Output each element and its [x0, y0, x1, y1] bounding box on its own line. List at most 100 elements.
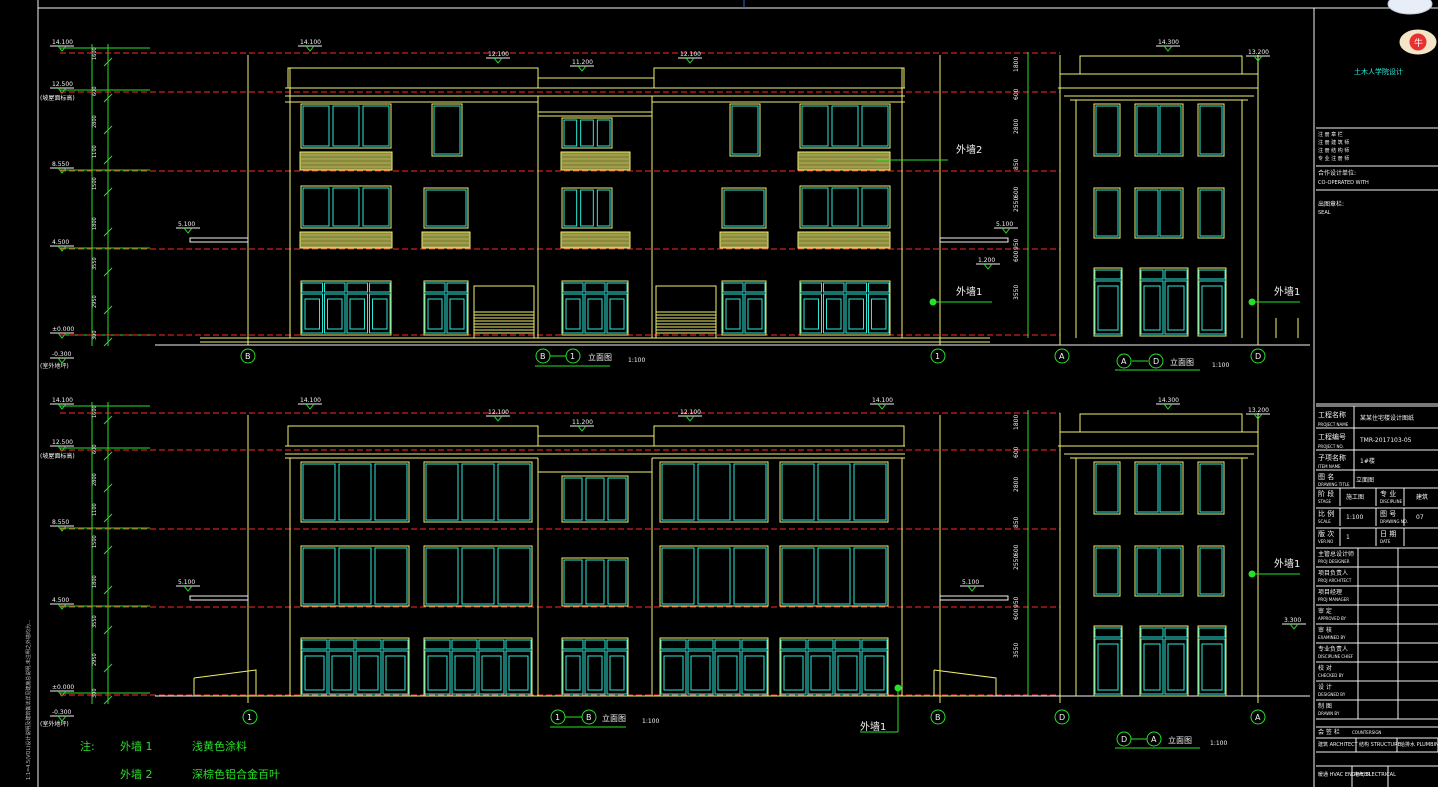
- door-transom: [1094, 627, 1122, 638]
- door-transom: [744, 282, 766, 293]
- door-transom: [1140, 269, 1164, 280]
- level-tag: 5.100: [178, 579, 195, 586]
- door-frame: [659, 637, 769, 697]
- louver-band: [560, 231, 631, 249]
- level-tag: 11.200: [572, 419, 593, 426]
- door-transom: [355, 639, 382, 650]
- door-frame: [1093, 267, 1123, 337]
- door-transom: [301, 639, 328, 650]
- tb-role-cn: 主管总设计师: [1318, 550, 1354, 558]
- tb-scale-a-en: SCALE: [1318, 519, 1331, 524]
- dim-value: 3550: [92, 615, 98, 628]
- window-pane: [425, 189, 467, 227]
- axis-bubble-D: [1250, 348, 1266, 364]
- tb-sign-label-en: COUNTERSIGN: [1352, 730, 1381, 735]
- level-marker: [57, 603, 67, 610]
- level-marker: [305, 45, 315, 52]
- side-dim-value: 600: [1013, 186, 1020, 198]
- tb-role-cn: 专业负责人: [1318, 645, 1348, 653]
- side-dim-value: 600: [1013, 608, 1020, 620]
- window-pane: [831, 105, 859, 147]
- tb-ver-a-label: 版 次: [1318, 529, 1334, 538]
- door-transom: [1164, 627, 1188, 638]
- door-leaf: [845, 293, 867, 334]
- window-pane: [497, 463, 531, 521]
- level-marker: [1163, 45, 1173, 52]
- tb-role-cn: 制 图: [1318, 702, 1332, 710]
- title-bubble: [1148, 353, 1164, 369]
- tb-drawing-label: 图 名: [1318, 472, 1334, 481]
- door-frame: [1139, 625, 1189, 697]
- door-leaf: [301, 650, 328, 695]
- door-panel: [327, 298, 343, 330]
- tb-ver-b-label: 日 期: [1380, 530, 1396, 538]
- ramp: [193, 669, 257, 696]
- dim-value: 1600: [92, 405, 98, 418]
- level-marker: [57, 690, 67, 697]
- axis-bubble-B: [240, 348, 256, 364]
- door-leaf: [660, 650, 687, 695]
- tb-role-cn: 审 定: [1318, 607, 1332, 615]
- axis-bubble-D: [1054, 709, 1070, 725]
- dim-value: 600: [92, 444, 98, 454]
- door-transom: [1140, 627, 1164, 638]
- window-pane: [461, 463, 495, 521]
- elevation-scale: 1:100: [1212, 362, 1229, 369]
- window-frame: [1093, 461, 1121, 515]
- level-tag: 5.100: [962, 579, 979, 586]
- ramp: [933, 669, 997, 696]
- window-pane: [723, 189, 765, 227]
- side-dim-value: 2550: [1013, 555, 1020, 570]
- level-marker: [57, 403, 67, 410]
- tb-role-en: DISCIPLINE CHIEF: [1318, 654, 1354, 659]
- door-leaf: [478, 650, 505, 695]
- dim-value: 300: [92, 688, 98, 698]
- axis-bubble-A: [1250, 709, 1266, 725]
- level-marker: [57, 87, 67, 94]
- window-pane: [861, 187, 889, 227]
- door-panel: [565, 655, 581, 691]
- dim-tick: [103, 585, 113, 595]
- tb-role-cn: 审 核: [1318, 626, 1332, 634]
- window-pane: [853, 463, 887, 521]
- level-label: 12.500: [52, 81, 73, 88]
- level-marker: [305, 403, 315, 410]
- door-leaf: [424, 650, 451, 695]
- door-panel: [803, 298, 819, 330]
- level-marker: [57, 445, 67, 452]
- dim-tick: [103, 227, 113, 237]
- parapet: [287, 425, 539, 447]
- door-transom: [606, 639, 628, 650]
- level-marker: [183, 227, 193, 234]
- door-panel: [372, 298, 388, 330]
- window-pane: [1095, 463, 1119, 513]
- side-note: 1:1=4.5(VQL)设计说明及建筑做法详见建施总说明,未注明之外墙均为...: [25, 619, 32, 780]
- elevation-title: 立面图: [1168, 735, 1192, 745]
- dim-value: 1100: [92, 145, 98, 158]
- window-pane: [374, 463, 408, 521]
- door-leaf: [722, 293, 744, 334]
- tb-sign-cell: 暖通 HVAC ENGINEER: [1318, 771, 1371, 778]
- window-pane: [607, 477, 627, 521]
- window-frame: [300, 103, 392, 149]
- door-transom: [807, 639, 834, 650]
- door-transom: [1094, 269, 1122, 280]
- tb-sub-label-en: ITEM NAME: [1318, 464, 1341, 469]
- tb-header-line: 注 册 结 构 师: [1318, 147, 1349, 154]
- door-transom: [446, 282, 468, 293]
- window-pane: [781, 547, 815, 605]
- level-marker: [1253, 413, 1263, 420]
- side-dim-value: 600: [1013, 88, 1020, 100]
- door-panel: [1143, 643, 1161, 691]
- dim-tick: [103, 93, 113, 103]
- door-transom: [687, 639, 714, 650]
- level-marker: [967, 585, 977, 592]
- door-transom: [478, 639, 505, 650]
- window-pane: [1159, 547, 1182, 595]
- level-marker: [57, 167, 67, 174]
- window-pane: [661, 463, 695, 521]
- door-transom: [714, 639, 741, 650]
- door-transom: [584, 282, 606, 293]
- window-frame: [1134, 103, 1184, 157]
